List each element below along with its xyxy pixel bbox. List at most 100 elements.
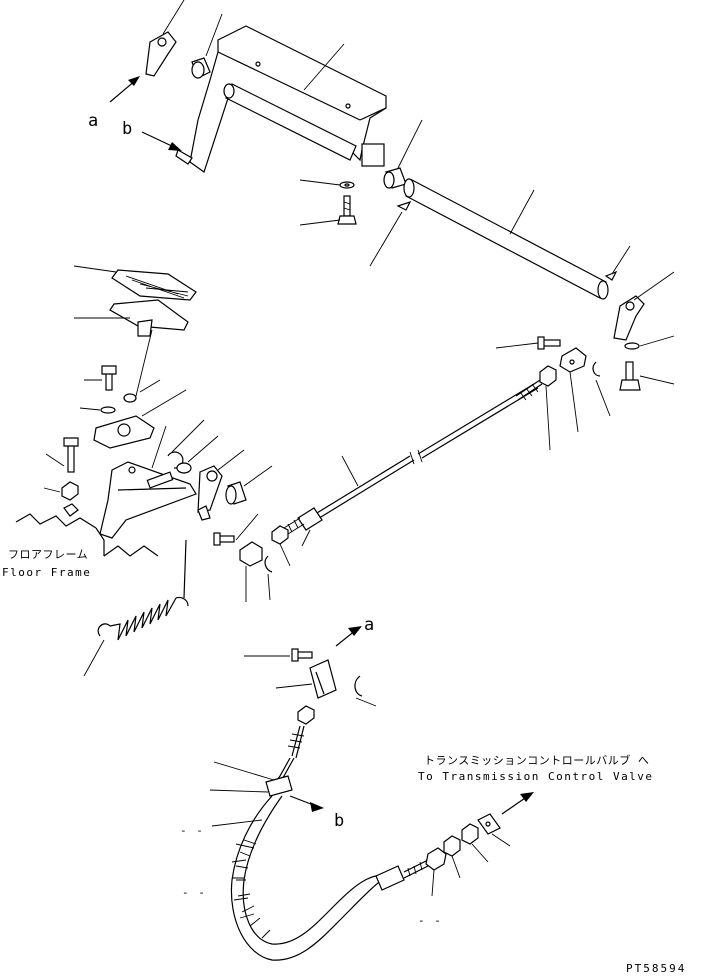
rod-end-left <box>283 507 323 535</box>
clevis-pin-left <box>213 532 235 546</box>
yoke-left <box>239 541 263 567</box>
cotter-pin-left <box>264 555 273 573</box>
marker-a-lower: a <box>364 615 374 635</box>
leader-line <box>141 389 187 417</box>
leader-line <box>303 43 345 91</box>
yoke-right <box>559 347 587 373</box>
dash-marker-3: - - <box>418 914 442 927</box>
washer-upper <box>339 181 355 189</box>
leader-line <box>171 419 205 453</box>
leader-line <box>633 271 675 301</box>
floor-frame-break <box>15 513 159 557</box>
control-rod <box>311 379 543 521</box>
pedal-shaft <box>403 178 609 300</box>
washer-right <box>624 342 640 350</box>
arrow-a-top <box>109 76 140 103</box>
leader-line <box>243 465 273 487</box>
nut-right <box>539 365 557 387</box>
leader-line <box>509 189 535 235</box>
leader-line <box>611 245 631 275</box>
leader-line <box>299 219 341 226</box>
lever-arm-right <box>613 295 645 341</box>
leader-line <box>545 385 551 451</box>
pedal-plate <box>109 299 189 337</box>
yoke-valve <box>477 813 501 835</box>
shaft-bushing <box>383 167 407 189</box>
leader-line <box>217 449 245 471</box>
washer-pedal <box>100 406 116 414</box>
control-cable <box>230 757 401 961</box>
leader-line <box>73 265 117 273</box>
leader-line <box>595 379 611 417</box>
leader-line <box>151 425 167 469</box>
stopper-nut <box>61 481 79 501</box>
leader-line <box>301 529 311 547</box>
leader-line <box>471 843 489 863</box>
nut-valve-2 <box>443 835 461 857</box>
pivot-bushing <box>123 393 137 403</box>
lever-arm-eye <box>197 465 223 521</box>
leader-line <box>267 573 271 601</box>
bolt-right <box>619 361 641 391</box>
clevis-pin-lower <box>291 648 313 662</box>
leader-line <box>299 179 341 186</box>
floor-frame-en: Floor Frame <box>2 566 91 579</box>
leader-line <box>495 342 539 349</box>
arrow-to-valve <box>501 792 534 815</box>
leader-line <box>162 0 185 35</box>
leader-line <box>491 833 511 847</box>
leader-line <box>569 371 579 433</box>
cable-thread-top <box>287 725 305 759</box>
return-spring <box>97 539 189 641</box>
bolt-pedal <box>101 365 117 391</box>
pivot-shaft-upper <box>223 83 357 161</box>
leader-line <box>211 819 263 827</box>
transmission-jp: トランスミッションコントロールバルブ へ <box>424 753 649 767</box>
cotter-pin-lower <box>354 675 363 697</box>
lever-arm-a <box>145 31 177 77</box>
upper-bushing <box>191 57 211 79</box>
leader-line <box>639 335 675 347</box>
leader-line <box>451 855 461 879</box>
leader-line <box>79 407 101 411</box>
dash-marker-1: - - <box>180 824 204 837</box>
cotter-pin-right <box>592 361 601 377</box>
bolt-upper <box>337 195 357 225</box>
leader-line <box>139 379 161 393</box>
transmission-en: To Transmission Control Valve <box>418 770 654 783</box>
leader-line <box>213 761 275 781</box>
leader-line <box>43 487 61 493</box>
cotter-pin-upper <box>396 200 412 211</box>
mount-plate <box>93 415 155 449</box>
leader-line <box>639 375 675 385</box>
leader-line <box>187 435 219 463</box>
leader-line <box>355 697 377 707</box>
stopper-block <box>63 503 79 517</box>
pedal-pad-rubber <box>111 269 197 301</box>
cotter-pin-shaft <box>604 270 618 281</box>
leader-line <box>369 211 403 267</box>
arrow-a-lower <box>335 626 362 647</box>
stopper-bolt <box>63 437 79 473</box>
yoke-lower <box>309 659 337 699</box>
leader-line <box>279 543 291 567</box>
leader-line <box>83 639 105 677</box>
eye-bushing <box>225 481 247 505</box>
leader-line <box>209 789 269 793</box>
lever-pin <box>146 471 174 489</box>
part-code: PT58594 <box>626 962 686 975</box>
marker-b-lower: b <box>334 811 344 831</box>
leader-line <box>431 869 435 897</box>
cable-end-right <box>375 859 429 891</box>
nut-rod <box>271 525 289 545</box>
leader-line <box>341 455 359 487</box>
leader-line <box>205 13 223 57</box>
leader-line <box>45 453 65 467</box>
leader-line <box>235 513 259 541</box>
nut-cable-top <box>297 705 315 725</box>
nut-valve-1 <box>425 847 447 871</box>
clevis-pin-right <box>537 336 561 350</box>
nut-valve-3 <box>461 823 479 845</box>
floor-frame-jp: フロアフレーム <box>8 548 88 561</box>
leader-line <box>135 329 153 397</box>
